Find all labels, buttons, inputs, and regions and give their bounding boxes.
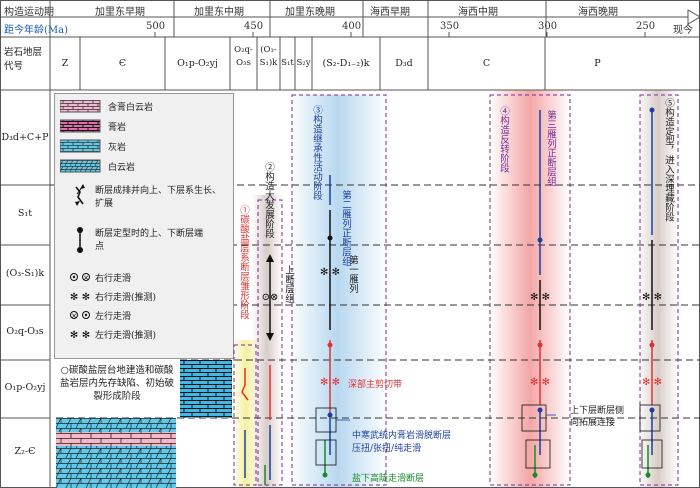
fault-growth-icon: [75, 184, 85, 206]
age-tick: 450: [244, 21, 264, 32]
fault-endpoint-icon: [77, 227, 83, 253]
svg-text:⊙⊗: ⊙⊗: [262, 292, 279, 303]
stage3-fault: [315, 175, 337, 478]
legend-swatch-limestone: [60, 139, 101, 153]
cambrian-motion-label: 压扭/张扭/纯走滑: [352, 444, 422, 454]
period-label: 海西早期: [370, 7, 410, 18]
stage5-fault: [639, 107, 663, 478]
lateral-link-label: 上下层断层侧向拓展连接: [570, 406, 625, 428]
svg-text:✻: ✻: [82, 330, 90, 341]
stage2-fault: [264, 254, 274, 485]
stage-2-label: ②构造大发展阶段: [263, 162, 274, 238]
stratum-code: Є: [118, 58, 127, 69]
stratum-code: S₂y: [296, 58, 311, 68]
period-label: 海西中期: [458, 7, 498, 18]
cambrian-fault-label: 中寒武统内膏岩滑脱断层: [352, 431, 452, 441]
left-lateral-icon: ×: [70, 311, 90, 320]
stage-4-label: ④构造反转阶段: [498, 106, 509, 173]
stage-1-label: ①碳酸盐层系断层雏形阶段: [238, 205, 249, 319]
svg-text:✻ ✻: ✻ ✻: [642, 377, 662, 388]
legend-label: 灰岩: [108, 143, 127, 153]
svg-text:✻ ✻: ✻ ✻: [320, 267, 340, 278]
third-row-label: 第三雁列正断层组: [545, 110, 556, 186]
legend-label: 左行走滑(推测): [95, 331, 157, 341]
stage-4-band: [490, 90, 570, 488]
legend-swatch-dolomite: [60, 159, 101, 173]
stratum-code: P: [594, 58, 601, 69]
legend-label: 左行走滑: [95, 312, 132, 322]
row-label: D₃d+C+P: [1, 132, 49, 143]
age-tick: 300: [538, 21, 558, 32]
svg-text:✻: ✻: [82, 292, 90, 303]
svg-text:×: ×: [83, 274, 89, 282]
svg-text:✻: ✻: [70, 330, 78, 341]
strata-header-label: 岩石地层代号: [4, 47, 43, 72]
second-row-label: 第二雁列正断层组: [340, 190, 351, 266]
legend-label: 白云岩: [108, 163, 136, 173]
stage4-fault: [521, 110, 551, 478]
stratum-code: O₁p-O₂yj: [177, 58, 218, 69]
stratum-code: O₂q-O₃s: [234, 45, 253, 68]
legend-label: 右行走滑: [95, 274, 132, 284]
row-label: (O₃-S₁)k: [5, 268, 45, 279]
deep-shear-zone-label: 深部主剪切带: [348, 380, 403, 390]
age-axis-label: 距今年龄(Ma): [4, 25, 69, 36]
stage-5-band: [638, 90, 678, 488]
legend: [54, 93, 234, 359]
row-label: Z₂-Є: [14, 446, 36, 457]
legend-label: 断层定型时的上、下断层端点: [95, 229, 204, 252]
lithology-section: [56, 418, 176, 488]
period-row-label: 构造运动期: [4, 7, 54, 18]
legend-label: 含膏白云岩: [108, 103, 154, 113]
stratum-code: S₁t: [281, 58, 294, 68]
right-lateral-inferred-icon: ✻ ✻: [70, 292, 90, 303]
svg-text:✻ ✻: ✻ ✻: [530, 377, 550, 388]
age-tick: 350: [440, 21, 460, 32]
stratum-code: D₃d: [395, 58, 413, 69]
svg-text:×: ×: [71, 312, 77, 320]
legend-swatches: × ✻ ✻ × ✻ ✻: [60, 100, 101, 341]
row-label: S₁t: [17, 208, 33, 219]
row-label: O₁p-O₂yj: [4, 382, 46, 393]
svg-text:✻: ✻: [70, 292, 78, 303]
period-label: 加里东晚期: [285, 7, 335, 18]
svg-text:✻ ✻: ✻ ✻: [530, 292, 550, 303]
stage-0-label: ○碳酸盐层台地建造和碳酸盐岩层内先存缺陷、初始破裂形成阶段: [59, 365, 174, 402]
left-lateral-inferred-icon: ✻ ✻: [70, 330, 90, 341]
age-tick: 500: [146, 21, 166, 32]
stratum-code: (S₂-D₁₋₂)k: [322, 58, 370, 69]
subsalt-fault-label: 盐下高陡走滑断层: [352, 474, 425, 484]
stratum-code: C: [482, 58, 491, 69]
stratum-code: Z: [61, 58, 69, 69]
legend-label: 膏岩: [108, 123, 127, 133]
stage-3-label: ③构造继承性活动阶段: [311, 105, 322, 200]
first-row-label: 第一雁列: [347, 255, 358, 293]
legend-swatch-gypsum: [60, 119, 101, 133]
stratum-code: (O₃-S₁)k: [259, 45, 278, 68]
stage-3-band: [288, 95, 388, 488]
stage1-fault: [241, 368, 249, 478]
upper-fault-group-label: 上断层组: [283, 265, 294, 303]
period-label: 海西晚期: [578, 7, 618, 18]
svg-text:✻ ✻: ✻ ✻: [642, 292, 662, 303]
present-label: 现今: [673, 25, 693, 36]
period-label: 加里东早期: [95, 7, 145, 18]
row-label: O₂q-O₃s: [6, 326, 44, 337]
legend-label: 断层成排并向上、下层系生长、扩展: [95, 186, 222, 209]
stage-2-band: [252, 195, 282, 488]
legend-swatch-gypsum-dolomite: [60, 100, 101, 113]
svg-text:✻ ✻: ✻ ✻: [320, 377, 340, 388]
stage-5-label: ⑤构造定型，进入深埋藏阶段: [663, 98, 674, 222]
right-lateral-icon: ×: [70, 273, 90, 282]
legend-label: 右行走滑(推测): [95, 293, 157, 303]
period-label: 加里东中期: [194, 7, 244, 18]
strike-slip-markers: ✻ ✻ ✻ ✻ ✻ ✻ ✻ ✻ ✻ ✻ ✻ ✻ ⊙⊗: [262, 267, 662, 388]
limestone-block: [180, 360, 232, 418]
age-tick: 400: [342, 21, 362, 32]
age-tick: 250: [636, 21, 656, 32]
